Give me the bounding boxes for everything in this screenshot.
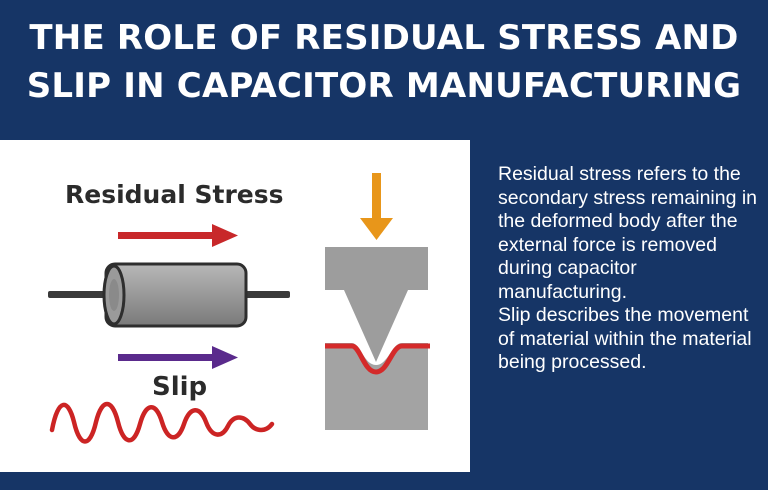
slip-description: Slip describes the movement of material … — [498, 304, 752, 373]
residual-description: Residual stress refers to the secondary … — [498, 163, 758, 303]
stress-line — [325, 343, 430, 375]
press-die-icon — [325, 247, 430, 430]
capacitor-icon — [48, 262, 290, 328]
wave-icon — [49, 401, 275, 444]
description-text: Residual stress refers to the secondary … — [498, 163, 760, 375]
residual-stress-label: Residual Stress — [65, 180, 284, 209]
slip-label: Slip — [152, 372, 208, 402]
residual-stress-arrow-icon — [118, 224, 238, 247]
diagram-panel: Residual Stress Slip — [0, 140, 470, 472]
title-line-2: SLIP IN CAPACITOR MANUFACTURING — [26, 66, 742, 106]
slip-arrow-icon — [118, 346, 238, 369]
title-line-1: THE ROLE OF RESIDUAL STRESS AND — [29, 18, 739, 58]
arrow-down-icon — [360, 173, 393, 240]
page-title: THE ROLE OF RESIDUAL STRESS AND SLIP IN … — [0, 14, 768, 110]
diagram-graphic — [48, 173, 430, 444]
